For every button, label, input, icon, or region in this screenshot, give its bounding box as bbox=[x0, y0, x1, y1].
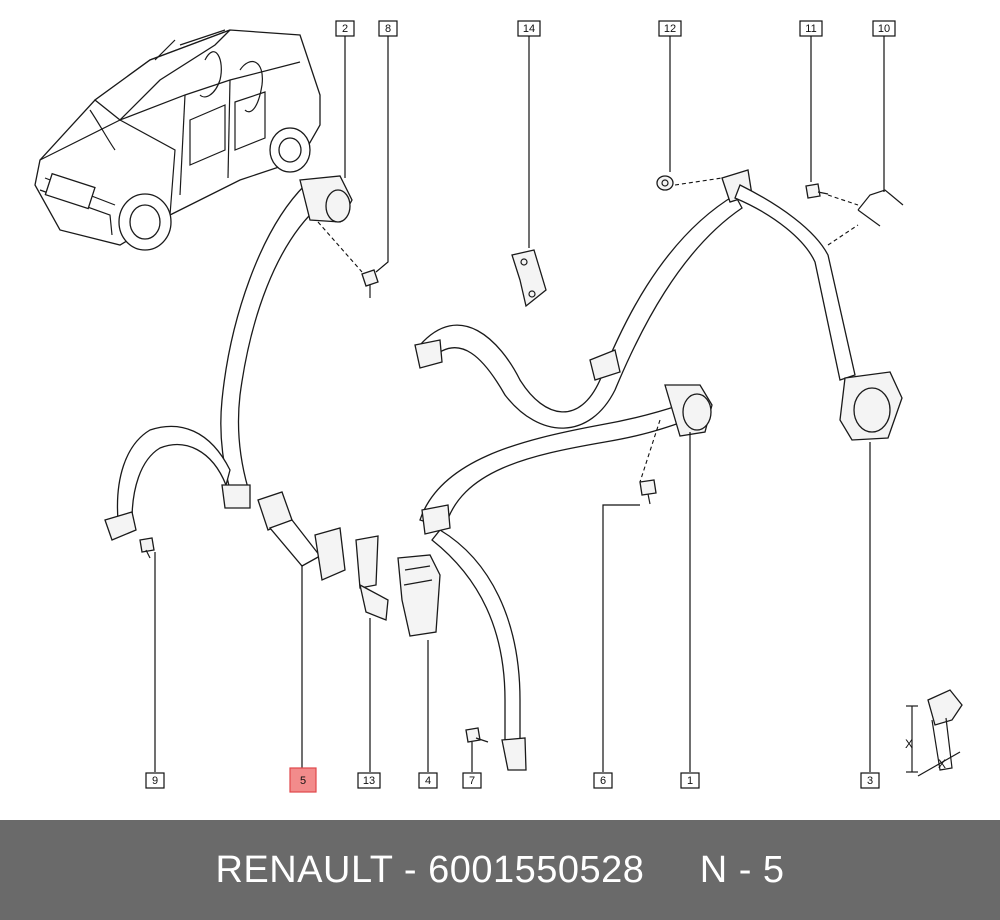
callout-6: 6 bbox=[593, 772, 613, 789]
callout-label-2: 2 bbox=[342, 23, 348, 35]
callout-label-13: 13 bbox=[363, 775, 375, 787]
bracket-item-10 bbox=[857, 189, 904, 227]
callout-label-5: 5 bbox=[300, 775, 306, 787]
callout-2: 2 bbox=[335, 20, 355, 37]
part-number-text: RENAULT - 6001550528 N - 5 bbox=[215, 848, 785, 891]
buckle-item-13 bbox=[355, 535, 389, 621]
car-illustration bbox=[34, 29, 321, 251]
bolt-item-9 bbox=[139, 537, 155, 559]
callout-4: 4 bbox=[418, 772, 438, 789]
callout-10: 10 bbox=[872, 20, 896, 37]
callout-label-9: 9 bbox=[152, 775, 158, 787]
buckle-item-5 bbox=[257, 491, 346, 581]
seatbelt-exploded-diagram: X X 2 8 14 12 11 10 9 5 13 4 7 6 1 3 bbox=[34, 20, 963, 793]
callout-label-10: 10 bbox=[878, 23, 890, 35]
callout-14: 14 bbox=[517, 20, 541, 37]
callout-label-4: 4 bbox=[425, 775, 431, 787]
callout-3: 3 bbox=[860, 772, 880, 789]
front-belt-item-1 bbox=[419, 384, 713, 771]
dimension-label-x1: X bbox=[905, 737, 913, 751]
callout-label-6: 6 bbox=[600, 775, 606, 787]
buckle-item-4 bbox=[397, 554, 441, 637]
bracket-item-14 bbox=[511, 249, 547, 308]
centre-belt bbox=[414, 169, 753, 429]
callout-label-11: 11 bbox=[805, 23, 816, 35]
part-number-footer: RENAULT - 6001550528 N - 5 bbox=[0, 820, 1000, 920]
dimension-label-x2: X bbox=[938, 757, 946, 771]
bolt-item-6 bbox=[639, 479, 657, 505]
callout-label-14: 14 bbox=[523, 23, 535, 35]
callout-11: 11 bbox=[799, 20, 823, 37]
nut-item-12 bbox=[656, 175, 674, 191]
rear-left-belt bbox=[104, 175, 353, 541]
rear-right-belt-item-3 bbox=[734, 184, 903, 441]
callout-7: 7 bbox=[462, 772, 482, 789]
callout-label-1: 1 bbox=[687, 775, 693, 787]
callout-9: 9 bbox=[145, 772, 165, 789]
bolt-item-8 bbox=[361, 269, 379, 298]
bolt-item-11 bbox=[805, 183, 829, 199]
callout-label-8: 8 bbox=[385, 23, 391, 35]
callout-label-12: 12 bbox=[664, 23, 676, 35]
callout-1: 1 bbox=[680, 772, 700, 789]
callout-label-3: 3 bbox=[867, 775, 873, 787]
callout-label-7: 7 bbox=[469, 775, 475, 787]
bolt-item-7 bbox=[465, 727, 489, 743]
callout-8: 8 bbox=[378, 20, 398, 37]
callout-5: 5 bbox=[289, 767, 317, 793]
leader-lines bbox=[154, 36, 885, 772]
callout-13: 13 bbox=[357, 772, 381, 789]
bolt-dimension-legend: X X bbox=[905, 689, 963, 777]
callout-12: 12 bbox=[658, 20, 682, 37]
